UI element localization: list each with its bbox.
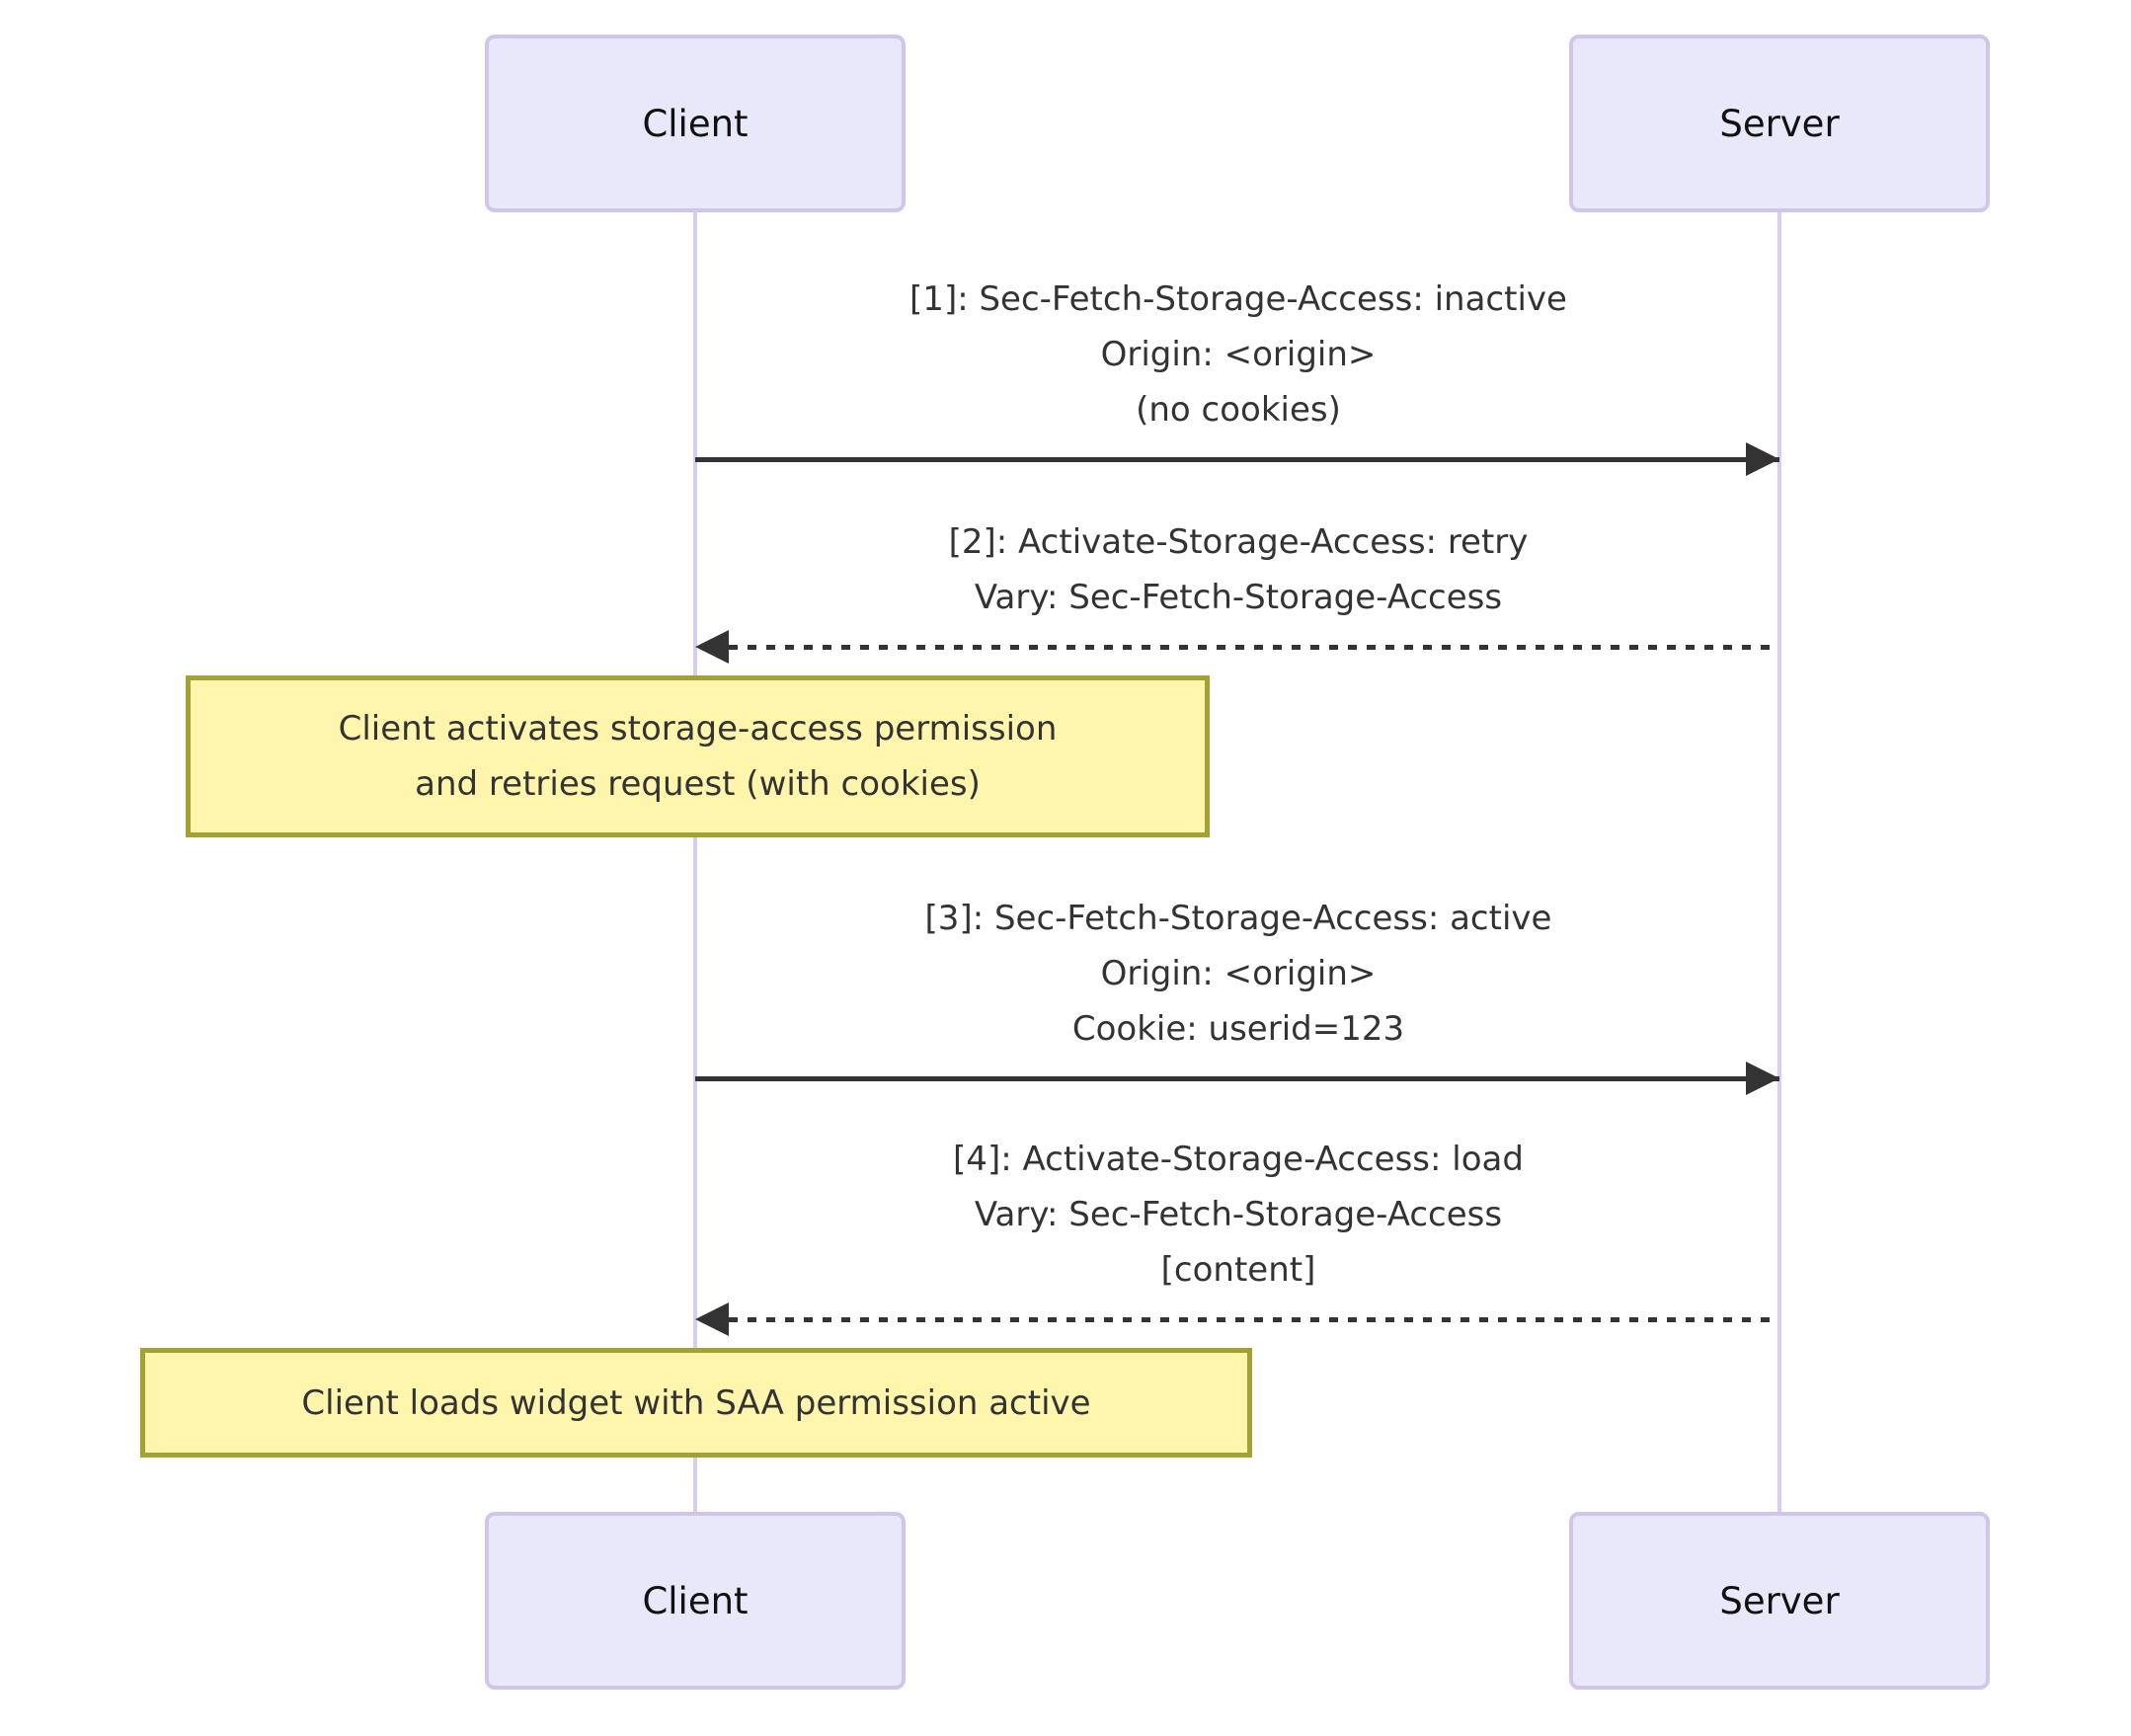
- actor-server-top-label: Server: [1719, 102, 1840, 145]
- arrowhead-left-icon: [695, 630, 729, 664]
- message-1-line-1: [1]: Sec-Fetch-Storage-Access: inactive: [909, 279, 1567, 319]
- message-1-arrow-line: [695, 457, 1779, 462]
- message-4-text: [4]: Activate-Storage-Access: load Vary:…: [695, 1132, 1781, 1298]
- arrowhead-right-icon: [1746, 442, 1779, 476]
- actor-server-bottom: Server: [1569, 1512, 1990, 1690]
- arrowhead-left-icon: [695, 1302, 729, 1336]
- message-3-arrow-line: [695, 1076, 1779, 1081]
- message-4-line-3: [content]: [1160, 1250, 1316, 1290]
- lifeline-client: [693, 212, 697, 1514]
- message-1-line-3: (no cookies): [1136, 390, 1341, 430]
- note-activate-permission: Client activates storage-access permissi…: [186, 675, 1210, 837]
- message-3-line-1: [3]: Sec-Fetch-Storage-Access: active: [924, 899, 1552, 938]
- arrowhead-right-icon: [1746, 1062, 1779, 1095]
- actor-server-bottom-label: Server: [1719, 1579, 1840, 1622]
- actor-server-top: Server: [1569, 35, 1990, 212]
- note-1-line-1: Client activates storage-access permissi…: [338, 709, 1058, 749]
- message-1-text: [1]: Sec-Fetch-Storage-Access: inactive …: [695, 272, 1781, 437]
- message-2-line-2: Vary: Sec-Fetch-Storage-Access: [974, 578, 1503, 617]
- message-2-text: [2]: Activate-Storage-Access: retry Vary…: [695, 514, 1781, 625]
- message-4-line-2: Vary: Sec-Fetch-Storage-Access: [974, 1195, 1503, 1234]
- actor-client-bottom: Client: [485, 1512, 906, 1690]
- message-4-line-1: [4]: Activate-Storage-Access: load: [953, 1140, 1524, 1179]
- note-load-widget: Client loads widget with SAA permission …: [140, 1348, 1252, 1458]
- message-3-line-3: Cookie: userid=123: [1071, 1009, 1405, 1049]
- message-3-text: [3]: Sec-Fetch-Storage-Access: active Or…: [695, 891, 1781, 1057]
- actor-client-bottom-label: Client: [642, 1579, 749, 1622]
- note-1-line-2: and retries request (with cookies): [415, 764, 981, 804]
- lifeline-server: [1777, 212, 1781, 1514]
- message-2-line-1: [2]: Activate-Storage-Access: retry: [948, 522, 1529, 562]
- actor-client-top-label: Client: [642, 102, 749, 145]
- message-3-line-2: Origin: <origin>: [1100, 954, 1377, 993]
- message-2-arrow-line: [729, 645, 1779, 650]
- note-2-line-1: Client loads widget with SAA permission …: [301, 1382, 1091, 1423]
- message-4-arrow-line: [729, 1317, 1779, 1322]
- actor-client-top: Client: [485, 35, 906, 212]
- message-1-line-2: Origin: <origin>: [1100, 335, 1377, 374]
